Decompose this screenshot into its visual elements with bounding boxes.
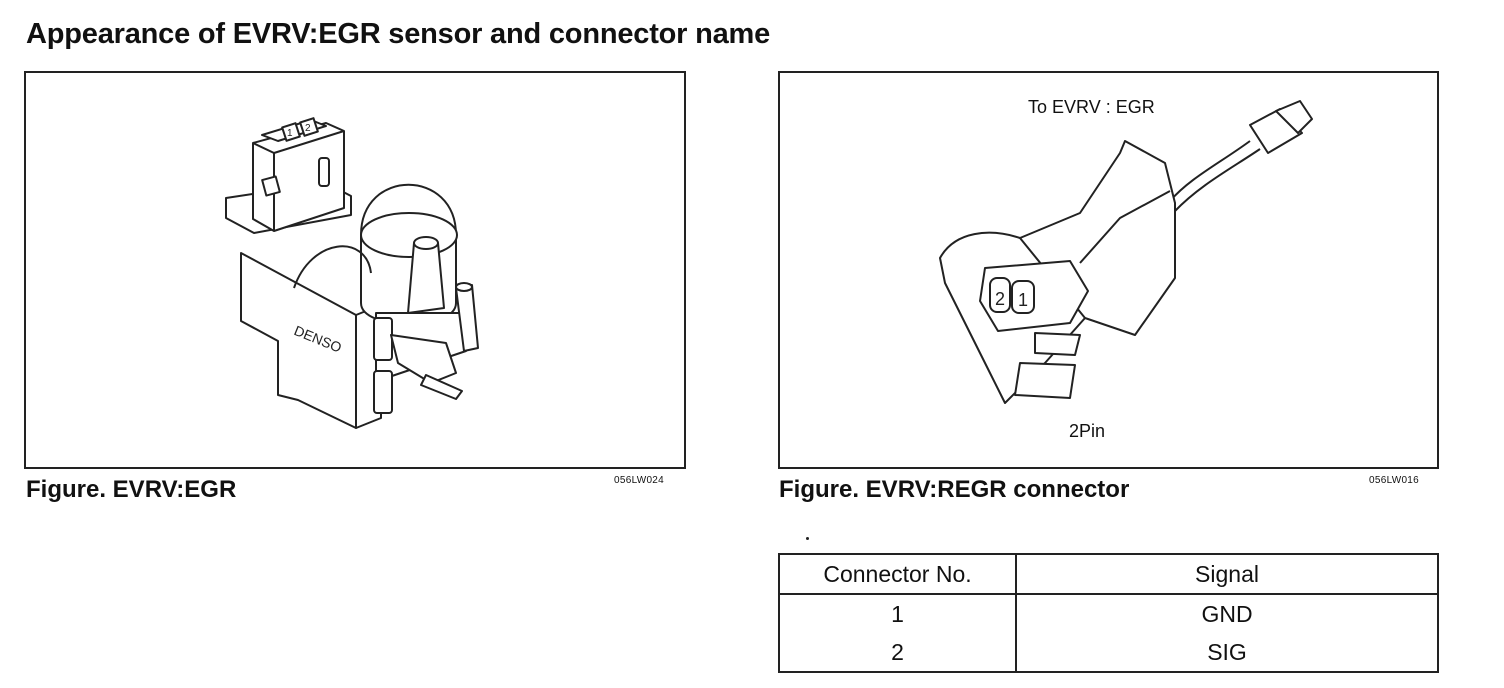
connector-signal-table: Connector No. Signal 1 GND 2 SIG <box>778 553 1439 673</box>
stray-dot <box>806 537 809 540</box>
figure-caption-left: Figure. EVRV:EGR <box>26 476 237 503</box>
table-row: 1 GND <box>778 594 1439 633</box>
connector-illustration: 2 1 <box>939 100 1313 404</box>
figure-code-right: 056LW016 <box>1369 475 1420 486</box>
table-header-row: Connector No. Signal <box>778 553 1439 595</box>
connector-pin-count-label: 2Pin <box>1069 421 1106 441</box>
evrv-regr-connector-panel: 2 1 To EVRV : EGR 2Pin <box>778 71 1439 469</box>
evrv-egr-illustration: DENSO 1 2 <box>225 117 479 429</box>
right-pin-1-label: 1 <box>1018 290 1028 310</box>
left-pin-2-label: 2 <box>305 123 311 134</box>
evrv-egr-figure-panel: DENSO 1 2 <box>24 71 686 469</box>
connector-no-cell: 2 <box>778 633 1017 673</box>
connector-no-cell: 1 <box>778 594 1017 633</box>
table-row: 2 SIG <box>778 633 1439 673</box>
header-signal: Signal <box>1015 553 1439 595</box>
right-pin-2-label: 2 <box>995 289 1005 309</box>
signal-cell: SIG <box>1015 633 1439 673</box>
connector-top-label: To EVRV : EGR <box>1028 97 1155 117</box>
figure-code-left: 056LW024 <box>614 475 665 486</box>
signal-cell: GND <box>1015 594 1439 633</box>
figure-caption-right: Figure. EVRV:REGR connector <box>779 476 1130 503</box>
left-pin-1-label: 1 <box>287 128 293 139</box>
page-title: Appearance of EVRV:EGR sensor and connec… <box>26 18 771 50</box>
header-connector-no: Connector No. <box>778 553 1017 595</box>
